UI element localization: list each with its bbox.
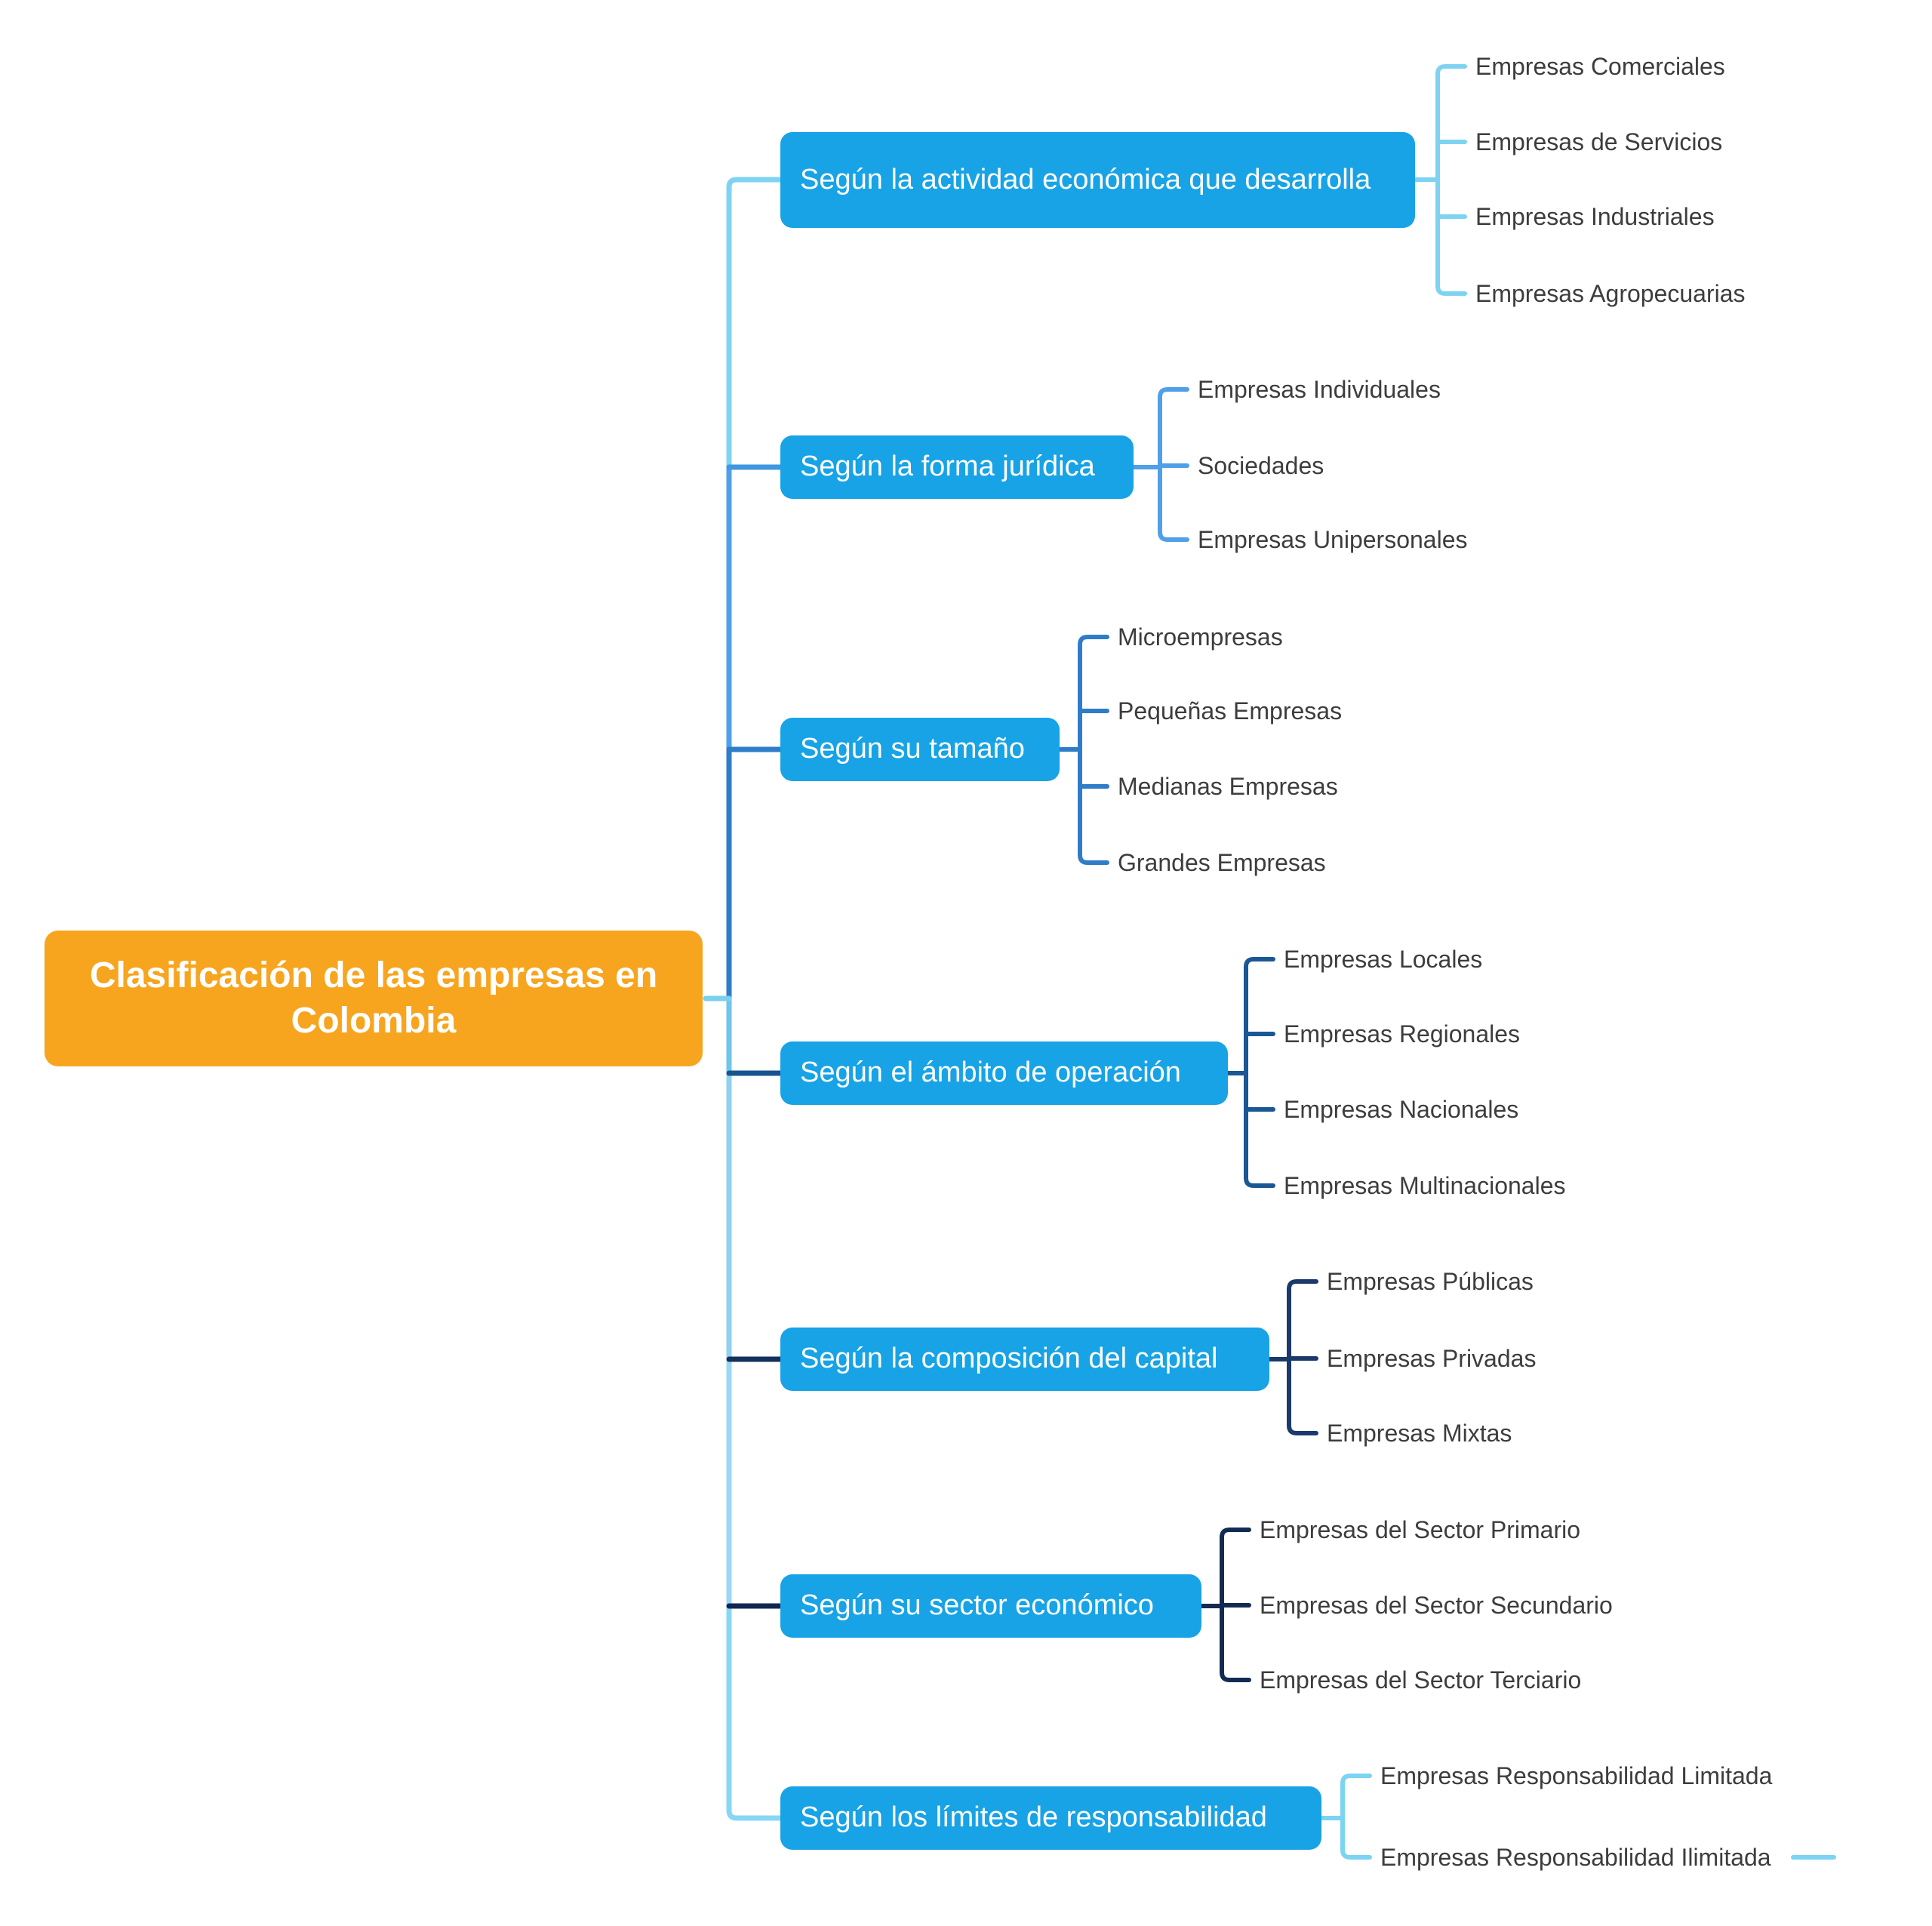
leaf-label[interactable]: Empresas Responsabilidad Ilimitada <box>1380 1844 1771 1871</box>
leaf-label[interactable]: Grandes Empresas <box>1118 849 1326 876</box>
leaf-label[interactable]: Empresas Agropecuarias <box>1475 280 1746 307</box>
children-connector-branch7 <box>1319 1774 1372 1860</box>
spine-segment-branch7 <box>726 1603 783 1821</box>
leaf-label[interactable]: Pequeñas Empresas <box>1118 697 1343 725</box>
root-node[interactable]: Clasificación de las empresas en Colombi… <box>45 931 703 1066</box>
children-connector-branch2 <box>1131 387 1189 542</box>
leaf-label[interactable]: Empresas Responsabilidad Limitada <box>1380 1762 1773 1789</box>
children-connector-branch3 <box>1057 635 1109 865</box>
leaf-label[interactable]: Empresas Nacionales <box>1284 1096 1519 1123</box>
leaf-label[interactable]: Empresas Mixtas <box>1327 1420 1512 1447</box>
leaf-label[interactable]: Empresas Privadas <box>1327 1345 1537 1372</box>
branch-node-ambito-operacion[interactable]: Según el ámbito de operación <box>780 1041 1228 1105</box>
leaf-label[interactable]: Empresas Locales <box>1284 946 1483 973</box>
leaf-label[interactable]: Empresas del Sector Terciario <box>1260 1666 1582 1694</box>
leaf-label[interactable]: Empresas Industriales <box>1475 203 1715 230</box>
leaf-label[interactable]: Medianas Empresas <box>1118 773 1338 800</box>
branch-node-label: Según el ámbito de operación <box>800 1057 1181 1089</box>
leaf-label[interactable]: Empresas Individuales <box>1198 376 1441 403</box>
leaf-label[interactable]: Sociedades <box>1198 452 1324 479</box>
branch-node-label: Según la actividad económica que desarro… <box>800 163 1371 195</box>
leaf-label[interactable]: Empresas Comerciales <box>1475 53 1725 80</box>
leaf-label[interactable]: Empresas del Sector Primario <box>1260 1516 1581 1543</box>
children-connector-branch6 <box>1199 1528 1251 1682</box>
branch-node-label: Según la forma jurídica <box>800 451 1095 483</box>
root-node-label: Clasificación de las empresas en Colombi… <box>89 955 658 1041</box>
branch-node-label: Según su tamaño <box>800 733 1025 765</box>
branch-node-limites-responsabilidad[interactable]: Según los límites de responsabilidad <box>780 1786 1321 1850</box>
leaf-label[interactable]: Empresas Multinacionales <box>1284 1172 1566 1199</box>
leaf-label[interactable]: Empresas Regionales <box>1284 1020 1521 1048</box>
branch-node-composicion-capital[interactable]: Según la composición del capital <box>780 1328 1269 1391</box>
branch-node-label: Según los límites de responsabilidad <box>800 1801 1267 1834</box>
branch-node-tamano[interactable]: Según su tamaño <box>780 718 1060 781</box>
spine-segment-branch1 <box>726 177 783 470</box>
leaf-label[interactable]: Empresas de Servicios <box>1475 128 1723 155</box>
leaf-label[interactable]: Empresas Públicas <box>1327 1268 1534 1295</box>
branch-node-label: Según la composición del capital <box>800 1343 1218 1375</box>
leaf-label[interactable]: Empresas Unipersonales <box>1198 526 1468 553</box>
branch-node-forma-juridica[interactable]: Según la forma jurídica <box>780 435 1134 499</box>
branch-node-sector-economico[interactable]: Según su sector económico <box>780 1574 1201 1638</box>
leaf-label[interactable]: Microempresas <box>1118 623 1283 651</box>
children-connector-branch4 <box>1226 957 1275 1188</box>
children-connector-branch1 <box>1413 64 1467 296</box>
branch-node-actividad-economica[interactable]: Según la actividad económica que desarro… <box>780 132 1415 228</box>
branch-node-label: Según su sector económico <box>800 1589 1154 1622</box>
children-connector-branch5 <box>1267 1279 1318 1435</box>
leaf-label[interactable]: Empresas del Sector Secundario <box>1260 1592 1613 1619</box>
